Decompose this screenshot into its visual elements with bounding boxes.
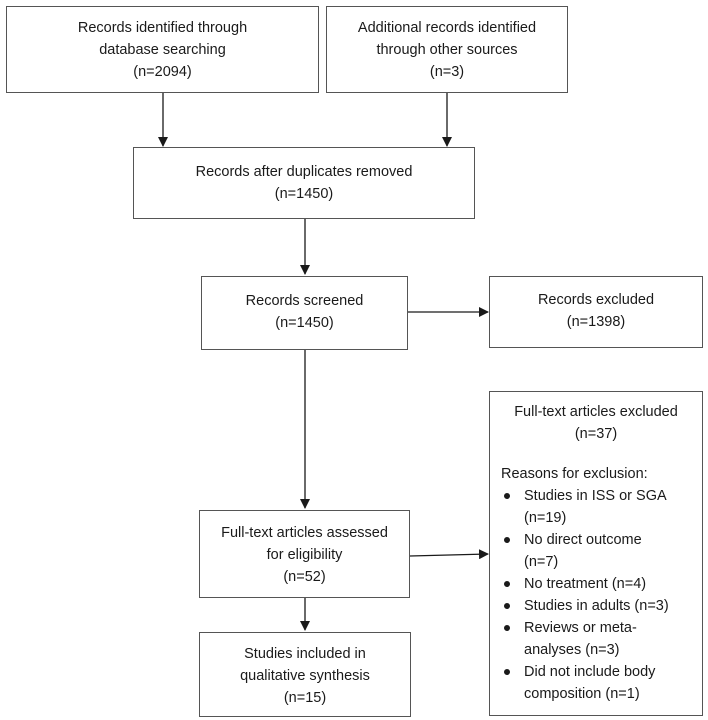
bullet-icon xyxy=(504,669,510,675)
box-fulltext-excluded: Full-text articles excluded (n=37) Reaso… xyxy=(489,391,703,716)
reason-text: (n=19) xyxy=(524,510,567,526)
box-line: through other sources xyxy=(376,42,518,58)
box-line: Studies included in xyxy=(244,646,366,662)
box-line: for eligibility xyxy=(266,547,343,563)
box-database-search: Records identified through database sear… xyxy=(6,6,319,93)
reason-text: Did not include body xyxy=(524,664,656,680)
box-line: (n=3) xyxy=(429,64,465,80)
box-line: (n=15) xyxy=(283,690,327,706)
bullet-icon xyxy=(504,603,510,609)
reason-text: No direct outcome xyxy=(524,532,642,548)
box-line: qualitative synthesis xyxy=(240,668,370,684)
reason-text: analyses (n=3) xyxy=(524,642,620,658)
reason-item: No treatment (n=4) xyxy=(490,573,702,595)
fulltext-excluded-count: (n=37) xyxy=(574,426,618,442)
bullet-icon xyxy=(504,581,510,587)
arrow-assessed-to-fulltext-excluded xyxy=(409,549,489,560)
box-records-screened: Records screened (n=1450) xyxy=(201,276,408,350)
reason-text: (n=7) xyxy=(524,554,559,570)
bullet-icon xyxy=(504,537,510,543)
box-line: Records excluded xyxy=(537,292,655,308)
box-records-excluded: Records excluded (n=1398) xyxy=(489,276,703,348)
fulltext-excluded-title: Full-text articles excluded xyxy=(514,404,678,420)
box-line: Additional records identified xyxy=(357,20,537,36)
reason-item: Studies in ISS or SGA (n=19) xyxy=(490,485,702,529)
reason-text: composition (n=1) xyxy=(524,686,640,702)
box-line: (n=1450) xyxy=(274,186,334,202)
reason-item: No direct outcome (n=7) xyxy=(490,529,702,573)
box-line: (n=1450) xyxy=(275,315,334,331)
box-line: Records after duplicates removed xyxy=(195,164,413,180)
box-line: (n=52) xyxy=(283,569,326,585)
reason-item: Reviews or meta- analyses (n=3) xyxy=(490,617,702,661)
box-other-sources: Additional records identified through ot… xyxy=(326,6,568,93)
reason-item: Did not include body composition (n=1) xyxy=(490,661,702,705)
box-line: (n=1398) xyxy=(566,314,626,330)
bullet-icon xyxy=(504,625,510,631)
reasons-label: Reasons for exclusion: xyxy=(501,466,648,482)
reason-text: Studies in adults (n=3) xyxy=(524,598,669,614)
reason-text: No treatment (n=4) xyxy=(524,576,647,592)
box-fulltext-assessed: Full-text articles assessed for eligibil… xyxy=(199,510,410,598)
bullet-icon xyxy=(504,493,510,499)
box-studies-included: Studies included in qualitative synthesi… xyxy=(199,632,411,717)
box-line: Records identified through xyxy=(77,20,248,36)
box-line: Full-text articles assessed xyxy=(221,525,388,541)
reason-item: Studies in adults (n=3) xyxy=(490,595,702,617)
reason-text: Studies in ISS or SGA xyxy=(524,488,667,504)
reason-text: Reviews or meta- xyxy=(524,620,637,636)
box-duplicates-removed: Records after duplicates removed (n=1450… xyxy=(133,147,475,219)
box-line: database searching xyxy=(99,42,226,58)
box-line: (n=2094) xyxy=(133,64,192,80)
box-line: Records screened xyxy=(245,293,364,309)
